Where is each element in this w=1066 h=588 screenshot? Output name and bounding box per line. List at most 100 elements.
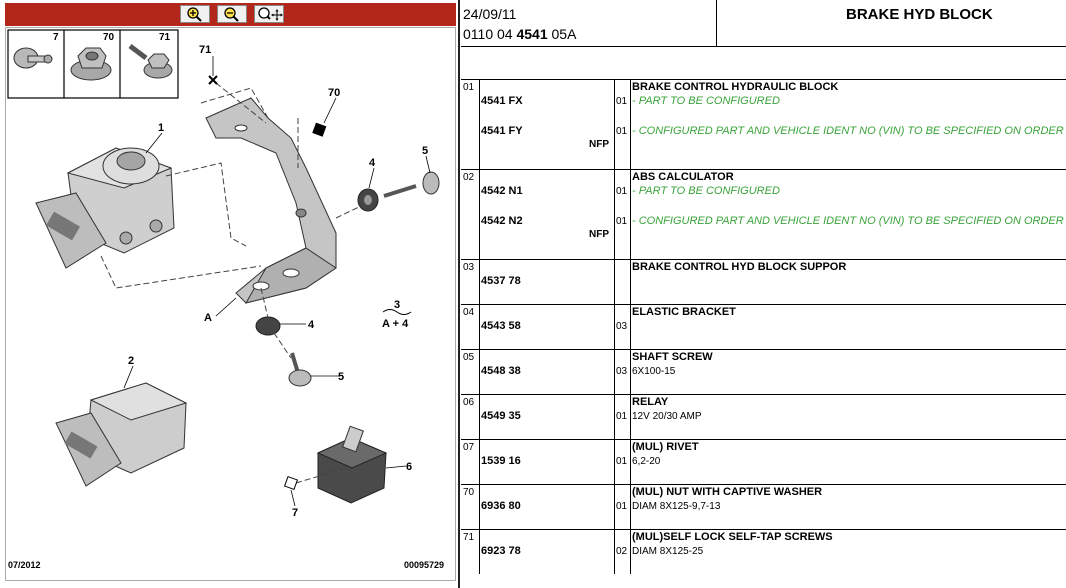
row-index: 05 xyxy=(463,352,475,363)
part-reference[interactable]: 4542 N1 xyxy=(481,185,523,197)
part-reference[interactable]: 4541 FX xyxy=(481,95,523,107)
lower-grommet-drawing xyxy=(255,316,312,387)
zoom-in-button[interactable] xyxy=(180,5,210,23)
part-reference[interactable]: 4548 38 xyxy=(481,365,521,377)
part-spec: 6X100-15 xyxy=(632,366,676,377)
table-row[interactable]: 02 4542 N1 01 4542 N2 01 NFP ABS CALCULA… xyxy=(461,169,1066,259)
part-reference[interactable]: 4549 35 xyxy=(481,410,521,422)
part-quantity: 01 xyxy=(616,411,628,422)
exploded-diagram: 7 70 71 1 2 3 4 4 5 5 6 7 70 71 A A + 4 xyxy=(5,27,456,581)
part-spec: DIAM 8X125-9,7-13 xyxy=(632,501,721,512)
bracket-drawing xyxy=(205,97,337,304)
part-reference[interactable]: 4543 58 xyxy=(481,320,521,332)
callout-label: 70 xyxy=(328,87,340,99)
row-index: 03 xyxy=(463,262,475,273)
part-quantity: 03 xyxy=(616,366,628,377)
row-index: 01 xyxy=(463,82,475,93)
nut-icon xyxy=(70,47,112,81)
part-reference[interactable]: 1539 16 xyxy=(481,455,521,467)
nfp-flag: NFP xyxy=(589,229,609,240)
page-title: BRAKE HYD BLOCK xyxy=(846,6,993,23)
part-note: - CONFIGURED PART AND VEHICLE IDENT NO (… xyxy=(632,125,1064,137)
part-reference[interactable]: 6936 80 xyxy=(481,500,521,512)
part-description: ABS CALCULATOR xyxy=(632,171,734,183)
diagram-number: 00095729 xyxy=(404,560,445,570)
callout-label: 4 xyxy=(308,319,315,331)
table-row[interactable]: 01 4541 FX 01 4541 FY 01 NFP BRAKE CONTR… xyxy=(461,79,1066,169)
rivet-icon xyxy=(13,47,53,69)
nut-marker-icon xyxy=(312,122,327,137)
panel-divider[interactable] xyxy=(458,0,460,588)
header-reference: 0110 04 4541 05A xyxy=(463,26,577,42)
part-quantity: 01 xyxy=(616,501,628,512)
relay-drawing xyxy=(316,425,388,504)
callout-label: 6 xyxy=(406,461,412,473)
part-description: (MUL) RIVET xyxy=(632,441,699,453)
zoom-pan-button[interactable] xyxy=(254,5,284,23)
callout-label: 2 xyxy=(128,355,134,367)
fastener-inset xyxy=(7,29,179,99)
zoom-out-button[interactable] xyxy=(217,5,247,23)
inset-number: 70 xyxy=(103,32,115,43)
callout-label: 7 xyxy=(292,507,298,519)
part-reference[interactable]: 6923 78 xyxy=(481,545,521,557)
table-row[interactable]: 07 1539 16 01 (MUL) RIVET 6,2-20 xyxy=(461,439,1066,484)
part-reference[interactable]: 4537 78 xyxy=(481,275,521,287)
callout-label: 5 xyxy=(422,145,428,157)
diagram-toolbar xyxy=(5,3,456,26)
part-quantity: 01 xyxy=(616,96,628,107)
callout-label: 5 xyxy=(338,371,344,383)
table-row[interactable]: 06 4549 35 01 RELAY 12V 20/30 AMP xyxy=(461,394,1066,439)
part-description: RELAY xyxy=(632,396,669,408)
part-description: BRAKE CONTROL HYD BLOCK SUPPOR xyxy=(632,261,847,273)
part-description: SHAFT SCREW xyxy=(632,351,713,363)
part-description: (MUL) NUT WITH CAPTIVE WASHER xyxy=(632,486,823,498)
diagram-canvas: 7 70 71 1 2 3 4 4 5 5 6 7 70 71 A A + 4 xyxy=(7,29,440,519)
table-row[interactable]: 03 4537 78 BRAKE CONTROL HYD BLOCK SUPPO… xyxy=(461,259,1066,304)
table-row[interactable]: 71 6923 78 02 (MUL)SELF LOCK SELF-TAP SC… xyxy=(461,529,1066,574)
page-header: 24/09/11 0110 04 4541 05A BRAKE HYD BLOC… xyxy=(461,0,1066,80)
part-description: (MUL)SELF LOCK SELF-TAP SCREWS xyxy=(632,531,833,543)
part-description: ELASTIC BRACKET xyxy=(632,306,736,318)
part-reference[interactable]: 4542 N2 xyxy=(481,215,523,227)
nfp-flag: NFP xyxy=(589,139,609,150)
part-reference[interactable]: 4541 FY xyxy=(481,125,523,137)
table-row[interactable]: 70 6936 80 01 (MUL) NUT WITH CAPTIVE WAS… xyxy=(461,484,1066,529)
part-note: - PART TO BE CONFIGURED xyxy=(632,95,780,107)
part-quantity: 01 xyxy=(616,456,628,467)
abs-calculator-drawing xyxy=(55,382,188,487)
row-index: 04 xyxy=(463,307,475,318)
callout-label: A xyxy=(204,312,212,324)
part-quantity: 01 xyxy=(616,216,628,227)
inset-number: 71 xyxy=(159,32,171,43)
row-index: 02 xyxy=(463,172,475,183)
screw-icon xyxy=(128,44,173,79)
diagram-panel: 7 70 71 1 2 3 4 4 5 5 6 7 70 71 A A + 4 … xyxy=(0,0,458,588)
table-row[interactable]: 04 4543 58 03 ELASTIC BRACKET xyxy=(461,304,1066,349)
zoom-out-icon xyxy=(224,7,239,22)
row-index: 07 xyxy=(463,442,475,453)
grommet-drawing xyxy=(357,171,440,212)
part-quantity: 03 xyxy=(616,321,628,332)
callout-label: 71 xyxy=(199,44,211,56)
callout-label: 3 xyxy=(394,299,400,311)
row-index: 06 xyxy=(463,397,475,408)
part-quantity: 02 xyxy=(616,546,628,557)
leader-lines xyxy=(123,56,431,507)
part-description: BRAKE CONTROL HYDRAULIC BLOCK xyxy=(632,81,839,93)
table-row[interactable]: 05 4548 38 03 SHAFT SCREW 6X100-15 xyxy=(461,349,1066,394)
diagram-date: 07/2012 xyxy=(8,560,41,570)
part-quantity: 01 xyxy=(616,126,628,137)
part-spec: 6,2-20 xyxy=(632,456,661,467)
part-spec: 12V 20/30 AMP xyxy=(632,411,702,422)
part-note: - PART TO BE CONFIGURED xyxy=(632,185,780,197)
zoom-pan-icon xyxy=(258,7,283,21)
inset-number: 7 xyxy=(53,32,59,43)
part-note: - CONFIGURED PART AND VEHICLE IDENT NO (… xyxy=(632,215,1064,227)
callout-label: 4 xyxy=(369,157,376,169)
header-date: 24/09/11 xyxy=(463,6,517,22)
screw-marker-icon xyxy=(208,75,218,85)
part-spec: DIAM 8X125-25 xyxy=(632,546,704,557)
kit-label: A + 4 xyxy=(382,318,409,330)
assembly-lines xyxy=(100,82,362,484)
